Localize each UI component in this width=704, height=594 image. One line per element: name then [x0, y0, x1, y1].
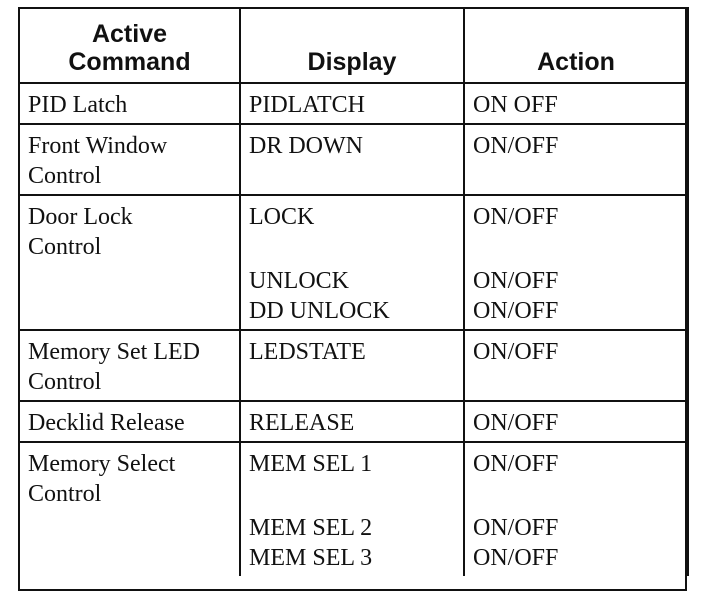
table-row: Door Lock Control LOCK UNLOCK DD UNLOCK … — [18, 194, 689, 330]
header-active-command: Active Command — [18, 7, 241, 83]
table-row: PID Latch PIDLATCH ON OFF — [18, 82, 689, 124]
display-cell: LEDSTATE — [239, 329, 465, 401]
display-cell: LOCK UNLOCK DD UNLOCK — [239, 194, 465, 330]
display-cell: PIDLATCH — [239, 82, 465, 124]
table-row: Front Window Control DR DOWN ON/OFF — [18, 123, 689, 195]
action-cell: ON/OFF — [463, 123, 689, 195]
header-display: Display — [239, 7, 465, 83]
header-action: Action — [463, 7, 689, 83]
table-row: Memory Set LED Control LEDSTATE ON/OFF — [18, 329, 689, 401]
display-cell: RELEASE — [239, 400, 465, 442]
display-cell: DR DOWN — [239, 123, 465, 195]
action-cell: ON/OFF — [463, 329, 689, 401]
command-cell: Front Window Control — [18, 123, 241, 195]
header-row: Active Command Display Action — [18, 7, 689, 83]
table-outer-frame — [18, 7, 687, 591]
command-cell: Memory Set LED Control — [18, 329, 241, 401]
command-cell: Decklid Release — [18, 400, 241, 442]
command-cell: Door Lock Control — [18, 194, 241, 330]
table-row: Decklid Release RELEASE ON/OFF — [18, 400, 689, 442]
action-cell: ON/OFF — [463, 400, 689, 442]
display-cell: MEM SEL 1 MEM SEL 2 MEM SEL 3 — [239, 441, 465, 576]
command-cell: Memory Select Control — [18, 441, 241, 576]
action-cell: ON/OFF ON/OFF ON/OFF — [463, 441, 689, 576]
action-cell: ON OFF — [463, 82, 689, 124]
table-row: Memory Select Control MEM SEL 1 MEM SEL … — [18, 441, 689, 576]
command-cell: PID Latch — [18, 82, 241, 124]
command-table: Active Command Display Action PID Latch … — [18, 7, 689, 576]
action-cell: ON/OFF ON/OFF ON/OFF — [463, 194, 689, 330]
